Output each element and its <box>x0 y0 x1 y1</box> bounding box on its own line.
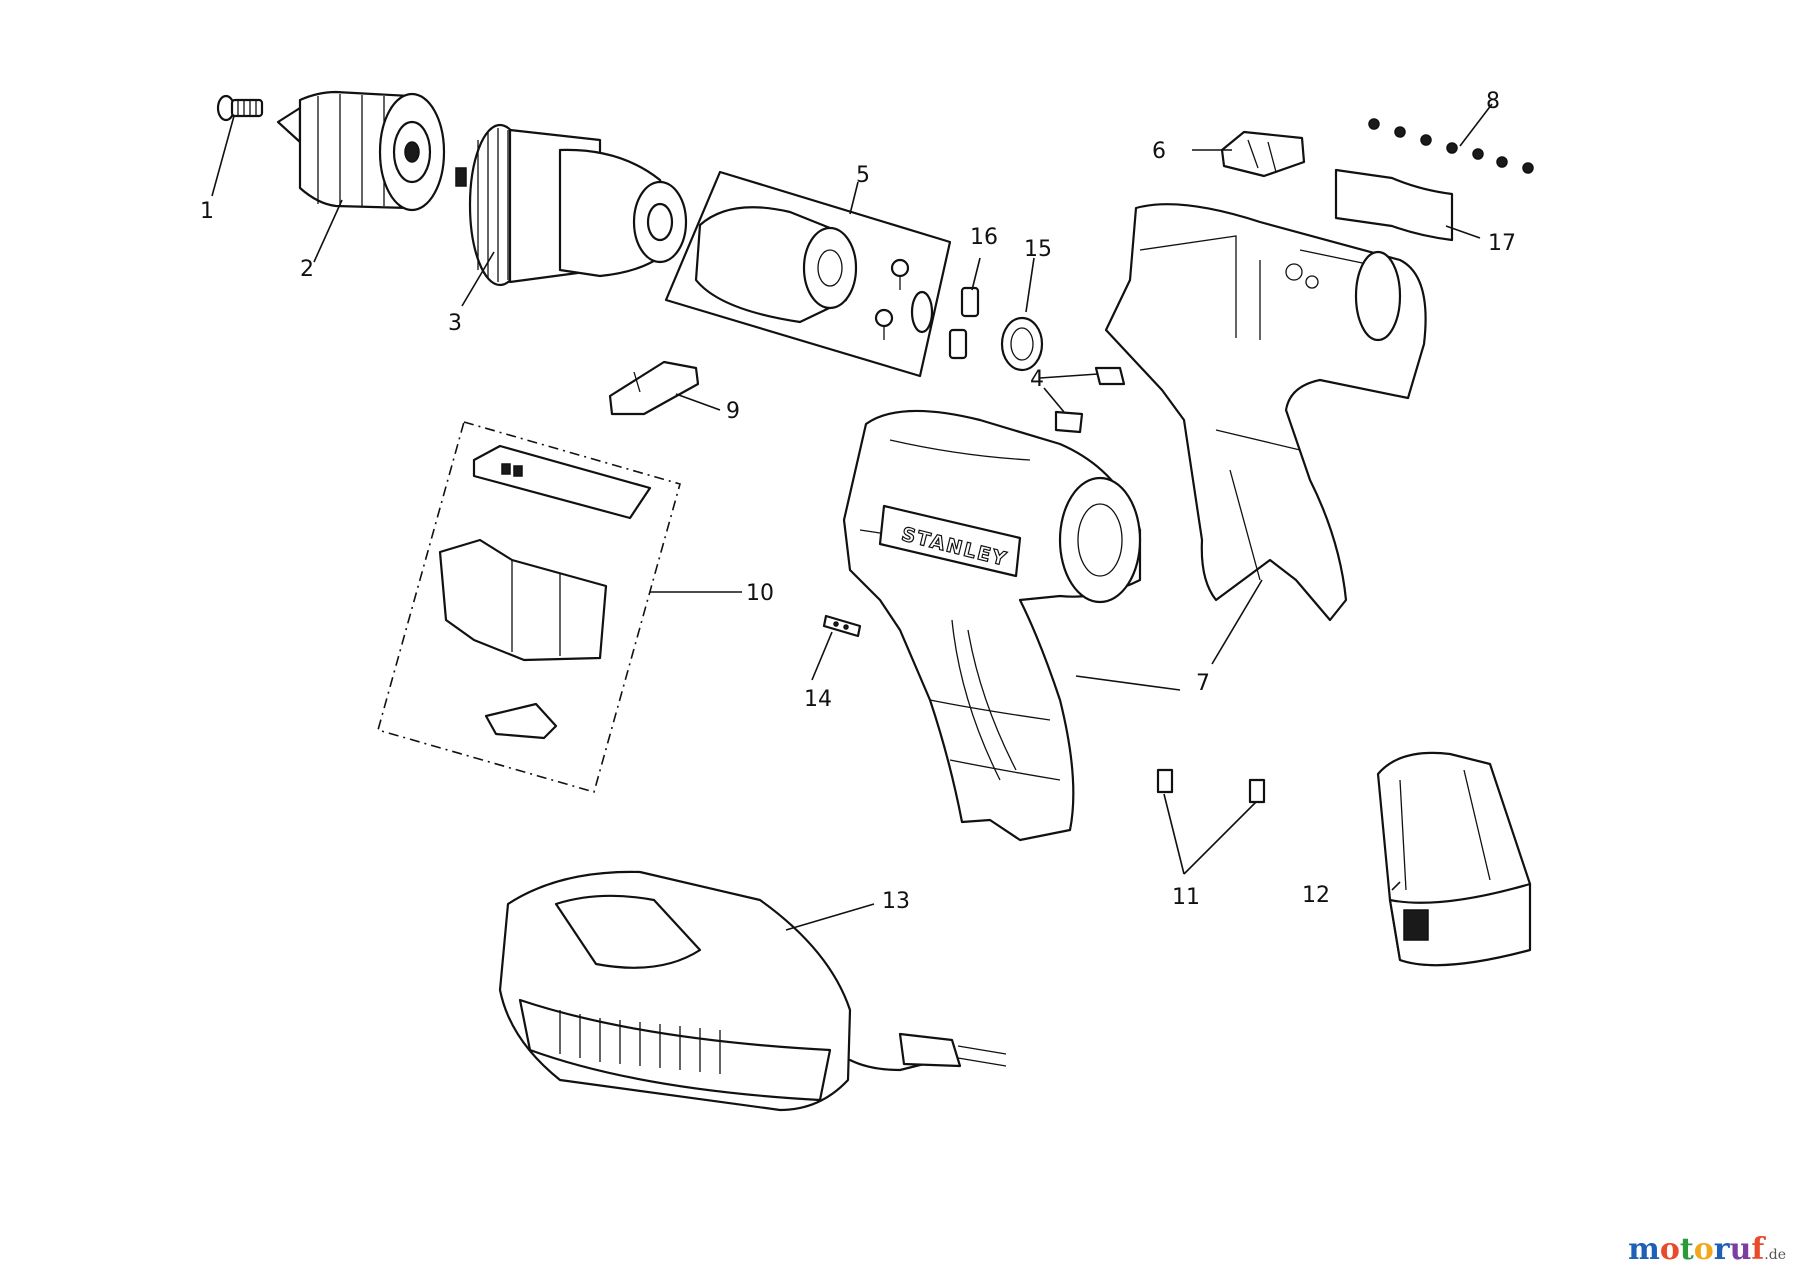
callout-13: 13 <box>882 889 910 914</box>
watermark-letter: u <box>1729 1232 1752 1267</box>
part-7-right-housing <box>1104 203 1427 622</box>
part-4-pads <box>1054 366 1126 434</box>
watermark-letter: t <box>1679 1232 1694 1267</box>
callout-8: 8 <box>1486 89 1500 114</box>
part-11-contacts <box>1156 768 1266 804</box>
part-3-gearbox <box>455 123 688 287</box>
part-12-battery <box>1376 751 1532 967</box>
callout-2: 2 <box>300 257 314 282</box>
watermark-letter: f <box>1751 1232 1765 1267</box>
callout-14: 14 <box>804 687 832 712</box>
part-9-lockout-button <box>608 360 700 416</box>
watermark-text: motoruf <box>1628 1232 1764 1267</box>
watermark-letter: r <box>1713 1232 1730 1267</box>
callout-4: 4 <box>1030 367 1044 392</box>
callout-5: 5 <box>856 163 870 188</box>
callout-7: 7 <box>1196 671 1210 696</box>
part-8-screws <box>1368 118 1534 174</box>
callout-16: 16 <box>970 225 998 250</box>
part-10-switch-assembly <box>377 421 681 793</box>
callout-3: 3 <box>448 311 462 336</box>
watermark-letter: m <box>1628 1232 1660 1267</box>
callout-labels: 1 2 3 4 5 6 7 8 9 10 11 12 13 14 15 16 1… <box>200 89 1516 914</box>
part-16-bushings <box>948 286 980 360</box>
part-5-motor-assembly <box>664 170 952 378</box>
callout-1: 1 <box>200 199 214 224</box>
watermark-letter: o <box>1693 1232 1714 1267</box>
callout-12: 12 <box>1302 883 1330 908</box>
callout-11: 11 <box>1172 885 1200 910</box>
callout-6: 6 <box>1152 139 1166 164</box>
watermark-tld: .de <box>1764 1247 1786 1263</box>
part-2-keyless-chuck <box>276 90 446 212</box>
part-14-plate <box>822 614 862 638</box>
part-13-charger <box>498 870 1007 1112</box>
watermark-letter: o <box>1659 1232 1680 1267</box>
part-15-ring <box>1000 316 1044 372</box>
part-7-left-housing: STANLEY <box>842 409 1142 842</box>
callout-15: 15 <box>1024 237 1052 262</box>
part-6-forward-reverse-slider <box>1220 130 1306 178</box>
part-17-label <box>1334 168 1454 242</box>
callout-17: 17 <box>1488 231 1516 256</box>
part-1-chuck-screw <box>216 94 264 122</box>
leader-lines <box>211 103 1493 931</box>
callout-9: 9 <box>726 399 740 424</box>
watermark-logo: motoruf.de <box>1628 1232 1786 1267</box>
callout-10: 10 <box>746 581 774 606</box>
